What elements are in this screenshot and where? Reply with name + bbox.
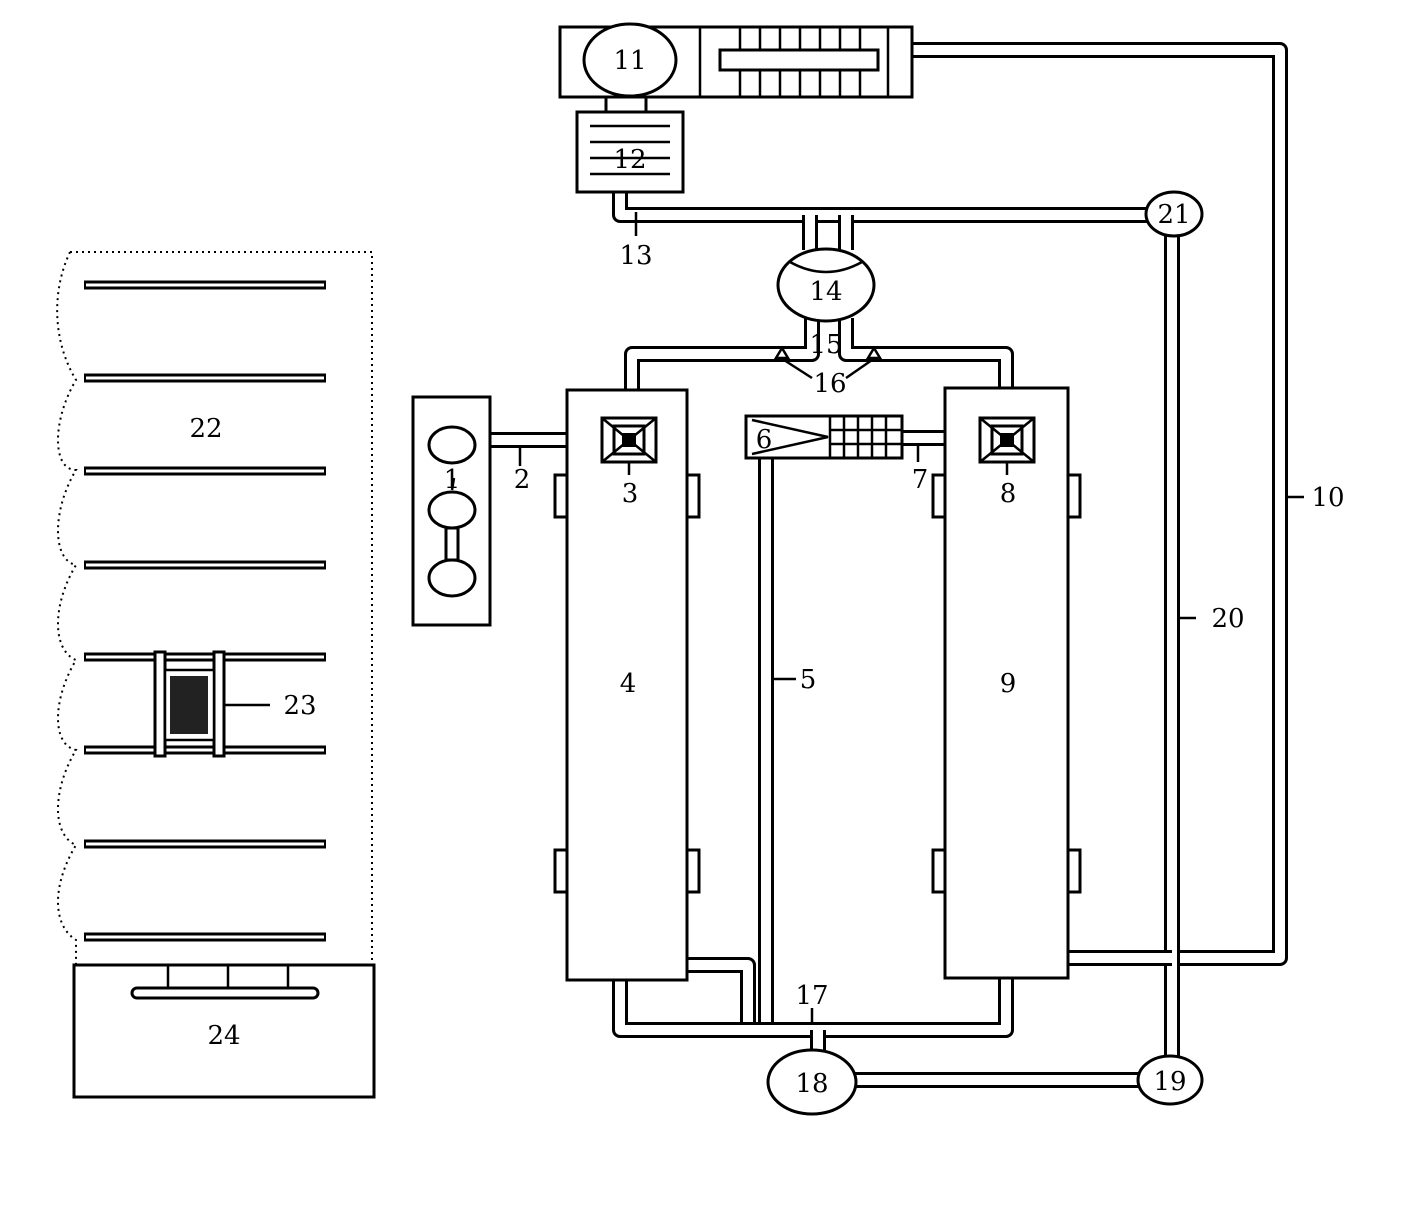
label-9: 9	[1000, 669, 1017, 699]
unit-19	[1136, 1054, 1204, 1106]
unit-24: 24	[72, 963, 376, 1099]
unit-12: 12	[575, 110, 685, 194]
label-5: 5	[800, 665, 817, 695]
unit-1: 1	[411, 395, 492, 627]
label-12: 12	[613, 145, 646, 175]
unit-6: 6	[744, 414, 904, 460]
label-4: 4	[620, 669, 637, 699]
label-13: 13	[619, 241, 652, 271]
label-17: 17	[795, 981, 828, 1011]
label-24: 24	[207, 1021, 240, 1051]
enclosure-22: 22	[56, 251, 373, 965]
label-21: 21	[1157, 200, 1190, 230]
column-9: 9	[931, 386, 1082, 980]
valve-3: 3	[600, 416, 658, 509]
pipe-network	[488, 42, 1288, 1088]
label-11: 11	[613, 46, 646, 76]
connector-11-12	[604, 95, 648, 114]
label-19: 19	[1153, 1067, 1186, 1097]
label-3: 3	[622, 479, 639, 509]
label-8: 8	[1000, 479, 1017, 509]
valve-8: 8	[978, 416, 1036, 509]
unit-11-grid	[738, 27, 862, 97]
label-15: 15	[809, 330, 842, 360]
label-16: 16	[813, 369, 846, 399]
unit-18	[766, 1048, 858, 1116]
label-2: 2	[514, 465, 531, 495]
column-4: 4	[553, 388, 701, 982]
label-7: 7	[912, 465, 929, 495]
label-20: 20	[1211, 604, 1244, 634]
unit-21	[1144, 190, 1204, 238]
label-22: 22	[189, 414, 222, 444]
valve-16-left	[773, 345, 791, 360]
valve-16-right	[865, 345, 883, 360]
unit-11: 11	[558, 22, 914, 99]
label-23: 23	[283, 691, 316, 721]
label-10: 10	[1311, 483, 1344, 513]
label-1: 1	[444, 465, 461, 495]
unit-23: 23	[153, 650, 317, 758]
label-6: 6	[756, 425, 773, 455]
label-18: 18	[795, 1069, 828, 1099]
label-14: 14	[809, 277, 842, 307]
unit-14: 14	[776, 247, 876, 323]
